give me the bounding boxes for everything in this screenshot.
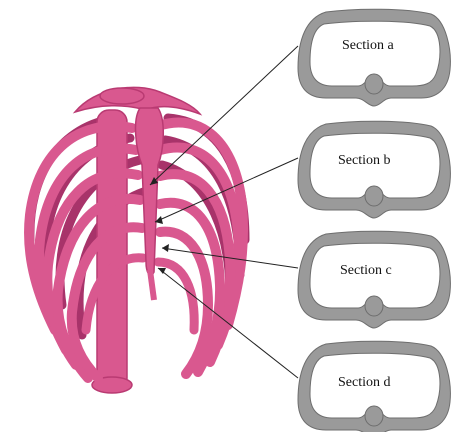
vertebra <box>365 74 383 94</box>
cross-section-a: Section a <box>298 9 450 106</box>
section-label-c: Section c <box>340 263 392 278</box>
section-label-a: Section a <box>342 38 394 53</box>
vertebra <box>365 186 383 206</box>
cross-section-b: Section b <box>298 121 450 218</box>
section-label-b: Section b <box>338 153 391 168</box>
arrowhead-c <box>162 244 169 252</box>
vertebra <box>365 406 383 426</box>
cross-section-d: Section d <box>298 341 450 432</box>
upper-ribs <box>75 87 200 114</box>
rib-cage-model <box>29 87 245 393</box>
section-label-d: Section d <box>338 375 391 390</box>
vertebra <box>365 296 383 316</box>
cross-section-c: Section c <box>298 231 450 328</box>
